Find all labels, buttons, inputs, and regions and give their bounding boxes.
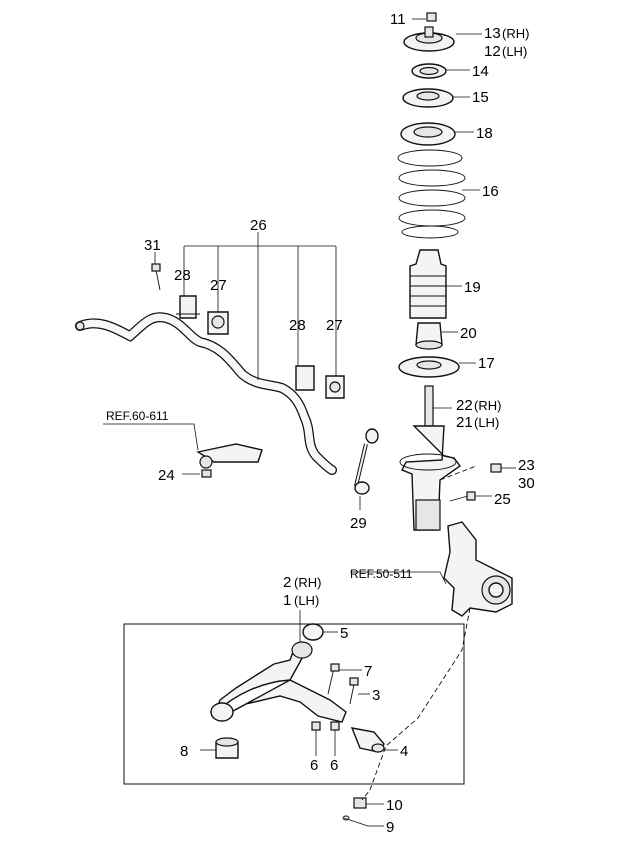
strut-21-22 xyxy=(399,385,461,531)
callout-8: 8 xyxy=(180,743,188,760)
callout-15: 15 xyxy=(472,89,489,106)
bolt-25 xyxy=(449,491,476,502)
bushing-28-left xyxy=(176,295,200,319)
callout-28-left: 28 xyxy=(174,267,191,284)
ref-link-stabilizer[interactable]: REF.60-611 xyxy=(106,409,169,423)
callout-5: 5 xyxy=(340,625,348,642)
bracket-27-left xyxy=(207,311,229,335)
callout-24: 24 xyxy=(158,467,175,484)
bolt-7 xyxy=(327,663,340,695)
link-mount-24 xyxy=(196,443,263,478)
bushing-28-right xyxy=(295,365,315,391)
callout-13: 13 xyxy=(484,25,501,42)
bracket-27-right xyxy=(325,375,345,399)
seat-15 xyxy=(402,88,454,108)
callout-6-left: 6 xyxy=(310,757,318,774)
callout-3: 3 xyxy=(372,687,380,704)
callout-9: 9 xyxy=(386,819,394,836)
label-lh-21: (LH) xyxy=(474,415,499,430)
callout-10: 10 xyxy=(386,797,403,814)
bump-stopper-20 xyxy=(415,322,443,350)
stabilizer-bar-26 xyxy=(75,312,337,475)
label-rh-13: (RH) xyxy=(502,26,529,41)
dashed-strut-stud-line xyxy=(439,465,477,481)
bolt-31 xyxy=(151,263,161,291)
callout-27-right: 27 xyxy=(326,317,343,334)
bolt-3 xyxy=(349,677,359,705)
callout-25: 25 xyxy=(494,491,511,508)
callout-7: 7 xyxy=(364,663,372,680)
nut-11 xyxy=(426,12,437,22)
callout-19: 19 xyxy=(464,279,481,296)
callout-28-right: 28 xyxy=(289,317,306,334)
bushing-8 xyxy=(215,737,239,759)
callout-30: 30 xyxy=(518,475,535,492)
callout-17: 17 xyxy=(478,355,495,372)
coil-spring-16 xyxy=(397,149,466,239)
bearing-14 xyxy=(411,63,447,79)
split-pin-9 xyxy=(342,815,369,827)
ball-joint-4 xyxy=(350,727,385,753)
ref-link-knuckle[interactable]: REF.50-511 xyxy=(350,567,413,581)
lower-arm-group-frame xyxy=(123,623,465,785)
callout-14: 14 xyxy=(472,63,489,80)
stabilizer-link-29 xyxy=(354,428,379,495)
lower-spring-pad-17 xyxy=(398,356,460,378)
callout-16: 16 xyxy=(482,183,499,200)
nut-6-left xyxy=(311,721,321,731)
label-rh-2: (RH) xyxy=(294,575,321,590)
callout-22: 22 xyxy=(456,397,473,414)
nut-10 xyxy=(353,797,367,809)
callout-4: 4 xyxy=(400,743,408,760)
callout-29: 29 xyxy=(350,515,367,532)
callout-1: 1 xyxy=(283,592,291,609)
callout-6-right: 6 xyxy=(330,757,338,774)
callout-12: 12 xyxy=(484,43,501,60)
callout-2: 2 xyxy=(283,574,291,591)
label-lh-12: (LH) xyxy=(502,44,527,59)
callout-23: 23 xyxy=(518,457,535,474)
dust-cover-19 xyxy=(409,249,447,319)
label-rh-22: (RH) xyxy=(474,398,501,413)
callout-18: 18 xyxy=(476,125,493,142)
callout-26: 26 xyxy=(250,217,267,234)
nut-6-right xyxy=(330,721,340,731)
callout-31: 31 xyxy=(144,237,161,254)
callout-21: 21 xyxy=(456,414,473,431)
label-lh-1: (LH) xyxy=(294,593,319,608)
lower-arm xyxy=(210,641,347,723)
bushing-5 xyxy=(302,623,324,641)
knuckle xyxy=(443,521,513,617)
insulator-assembly-12-13 xyxy=(403,26,455,52)
callout-27-left: 27 xyxy=(210,277,227,294)
callout-11: 11 xyxy=(390,11,406,28)
spring-pad-18 xyxy=(400,122,456,146)
dashed-ball-joint-line xyxy=(361,607,471,801)
stud-30 xyxy=(490,463,502,473)
callout-20: 20 xyxy=(460,325,477,342)
